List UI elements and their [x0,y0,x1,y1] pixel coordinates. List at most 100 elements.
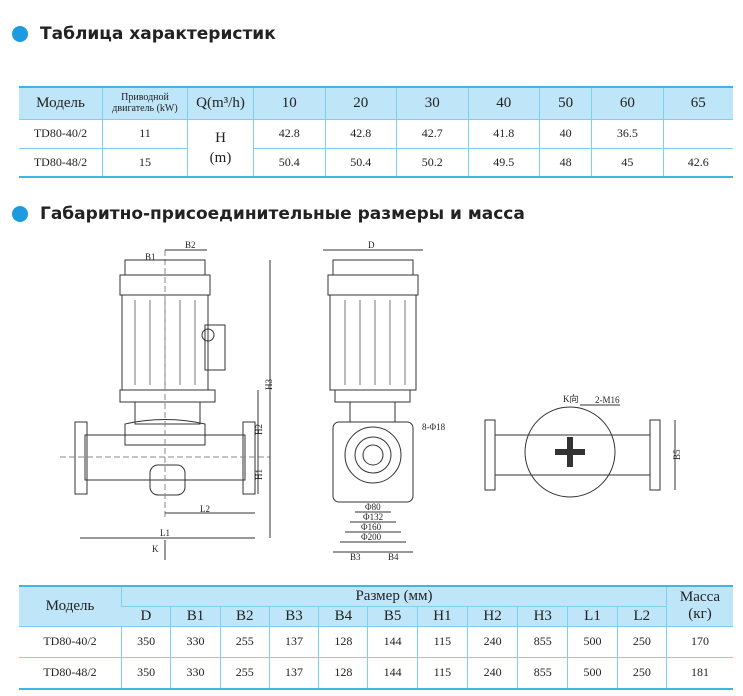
value-cell: 255 [219,626,270,657]
value-cell: 42.7 [396,119,469,148]
header-flow: Q(m³/h) [187,87,254,119]
motor-line1: Приводной [121,92,169,104]
label-phi132: Φ132 [363,512,383,522]
dim-col: B4 [318,606,368,626]
flow-col: 20 [324,87,397,119]
heading-text: Таблица характеристик [40,24,276,44]
dim-col: B2 [219,606,270,626]
label-k: K [152,544,159,554]
dim-col: B5 [367,606,418,626]
power-cell: 11 [102,119,188,148]
label-h3: H3 [264,379,274,390]
value-cell: 330 [170,657,221,689]
model-cell: TD80-40/2 [43,634,97,648]
value-cell: 350 [120,657,171,689]
flow-col: 60 [591,87,664,119]
flow-col: 40 [467,87,540,119]
head-unit: (m) [209,149,232,166]
model-cell: TD80-40/2 [33,126,88,140]
power-cell: 15 [102,148,188,177]
pump-drawings: B1 B2 H3 H2 H1 L2 L1 K D 8-Φ18 Φ80 Φ132 … [60,240,682,562]
dim-col: H1 [416,606,468,626]
value-cell: 115 [416,657,468,689]
section-heading-performance: Таблица характеристик [12,24,276,44]
value-cell: 40 [539,119,592,148]
label-phi200: Φ200 [361,532,382,542]
label-l1: L1 [160,528,170,538]
value-cell: 36.5 [591,119,664,148]
section-heading-dimensions: Габаритно-присоединительные размеры и ма… [12,204,525,224]
value-cell: 855 [517,657,568,689]
dim-col: D [121,606,171,626]
dim-col: B3 [268,606,319,626]
table-row: TD80-40/2 350 330 255 137 128 144 115 24… [19,626,733,657]
value-cell: 240 [466,657,518,689]
table-row: TD80-48/2 15 50.4 50.4 50.2 49.5 48 45 4… [19,148,733,177]
value-cell: 255 [219,657,270,689]
value-cell: 48 [539,148,592,177]
label-m16: 2-M16 [595,395,620,405]
value-cell: 41.8 [467,119,540,148]
value-cell: 49.5 [467,148,540,177]
value-cell: 128 [318,657,368,689]
header-mass: Масса(кг) [666,586,733,626]
dimensions-table: Модель Размер (мм) Масса(кг) D B1 B2 B3 … [19,585,733,690]
label-d: D [368,240,375,250]
label-h1: H1 [254,469,264,480]
dim-col: L1 [567,606,618,626]
value-cell: 50.2 [396,148,469,177]
dim-col: B1 [170,606,221,626]
value-cell: 350 [120,626,171,657]
value-cell [662,119,733,148]
label-h2: H2 [254,424,264,435]
label-holes: 8-Φ18 [422,422,446,432]
label-phi80: Φ80 [365,502,381,512]
value-cell: 50.4 [324,148,397,177]
value-cell: 42.8 [253,119,326,148]
label-b4: B4 [388,552,399,562]
model-cell: TD80-48/2 [33,154,88,169]
label-b2: B2 [185,240,196,250]
mass-line2: (кг) [688,606,712,623]
value-cell: 250 [616,626,667,657]
value-cell: 330 [170,626,221,657]
value-cell: 115 [416,626,468,657]
head-h: H [215,129,226,146]
bullet-icon [12,26,28,42]
mass-line1: Масса [679,589,721,606]
front-view [60,249,271,560]
dim-col: L2 [616,606,667,626]
value-cell: 42.8 [324,119,397,148]
header-size: Размер (мм) [121,586,667,606]
mass-cell: 181 [666,657,733,689]
value-cell: 500 [567,657,618,689]
value-cell: 855 [517,626,568,657]
label-b1: B1 [145,252,156,262]
label-b3: B3 [350,552,361,562]
model-cell: TD80-48/2 [43,665,97,680]
table-row: TD80-48/2 350 330 255 137 128 144 115 24… [19,657,733,689]
value-cell: 45 [591,148,664,177]
label-b5: B5 [672,449,682,460]
heading-text: Габаритно-присоединительные размеры и ма… [40,204,525,224]
dim-col: H2 [466,606,518,626]
flow-col: 30 [396,87,469,119]
label-phi160: Φ160 [361,522,382,532]
flow-col: 50 [539,87,592,119]
mass-cell: 170 [666,626,733,657]
value-cell: 50.4 [253,148,326,177]
flow-col: 65 [662,87,733,119]
value-cell: 42.6 [662,148,733,177]
dim-col: H3 [517,606,568,626]
header-model: Модель [19,87,103,119]
flow-col: 10 [253,87,326,119]
motor-line2: двигатель (kW) [112,103,178,115]
value-cell: 500 [567,626,618,657]
k-view [484,404,676,498]
value-cell: 137 [268,657,319,689]
value-cell: 144 [367,626,418,657]
value-cell: 240 [466,626,518,657]
label-l2: L2 [200,504,210,514]
value-cell: 137 [268,626,319,657]
